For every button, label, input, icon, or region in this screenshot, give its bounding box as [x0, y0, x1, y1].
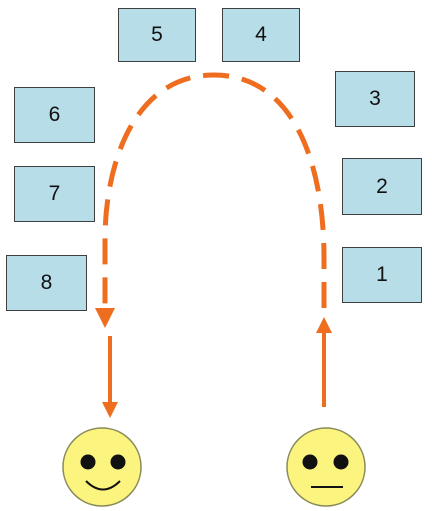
- right-eye: [110, 454, 126, 470]
- box-4: 4: [222, 8, 300, 62]
- right-eye: [333, 454, 349, 470]
- smiley-neutral-icon: [286, 427, 366, 507]
- box-1: 1: [342, 247, 422, 303]
- box-7-label: 7: [48, 182, 61, 205]
- box-8: 8: [6, 255, 87, 311]
- box-2: 2: [342, 158, 422, 215]
- box-8-label: 8: [40, 271, 53, 294]
- left-eye: [302, 454, 318, 470]
- smile-mouth: [85, 480, 121, 491]
- box-3: 3: [335, 71, 415, 127]
- box-4-label: 4: [255, 23, 267, 46]
- box-6: 6: [14, 87, 95, 143]
- box-5: 5: [118, 8, 196, 62]
- left-eye: [80, 454, 96, 470]
- box-3-label: 3: [369, 87, 381, 110]
- box-6-label: 6: [48, 103, 61, 126]
- box-5-label: 5: [151, 23, 163, 46]
- box-7: 7: [14, 166, 95, 222]
- dashed-arc-arrow: [95, 72, 327, 328]
- smiley-happy-icon: [62, 427, 142, 507]
- box-1-label: 1: [376, 263, 388, 286]
- box-2-label: 2: [376, 174, 388, 198]
